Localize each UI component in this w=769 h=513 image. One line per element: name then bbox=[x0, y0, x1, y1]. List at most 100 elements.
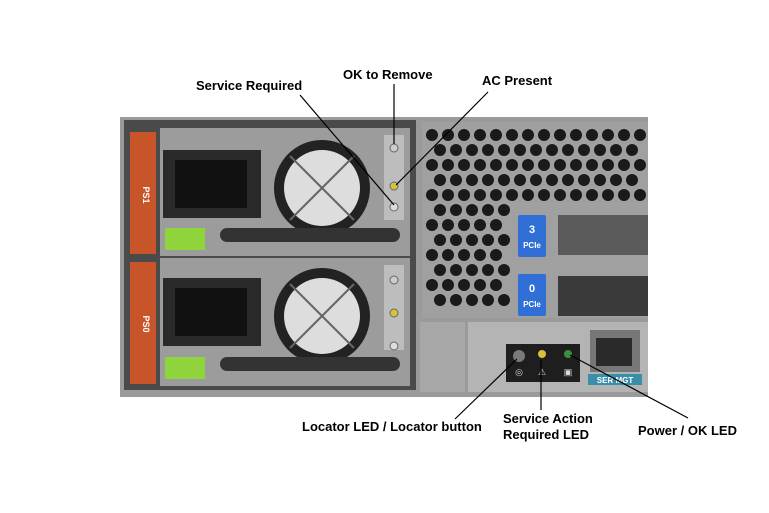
vent-hole bbox=[434, 144, 446, 156]
vent-hole bbox=[586, 189, 598, 201]
vent-hole bbox=[538, 189, 550, 201]
vent-hole bbox=[466, 174, 478, 186]
vent-hole bbox=[434, 264, 446, 276]
ps1-label: PS1 bbox=[141, 186, 151, 203]
power-ok-leader bbox=[569, 354, 689, 419]
locator-led-callout: Locator LED / Locator button bbox=[302, 419, 482, 434]
vent-hole bbox=[458, 129, 470, 141]
pcie-0-badge bbox=[518, 274, 546, 316]
ps0-tab bbox=[130, 262, 156, 384]
vent-hole bbox=[610, 174, 622, 186]
vent-hole bbox=[482, 174, 494, 186]
vent-hole bbox=[522, 159, 534, 171]
vent-hole bbox=[474, 159, 486, 171]
callout-lines bbox=[299, 84, 689, 420]
ac-present-led bbox=[389, 181, 399, 191]
vent-hole bbox=[466, 234, 478, 246]
vent-hole bbox=[458, 189, 470, 201]
vent-hole bbox=[434, 234, 446, 246]
vent-hole bbox=[450, 264, 462, 276]
vent-hole bbox=[530, 144, 542, 156]
vent-hole bbox=[466, 204, 478, 216]
vent-hole bbox=[474, 219, 486, 231]
vent-hole bbox=[426, 219, 438, 231]
vent-hole bbox=[458, 219, 470, 231]
vent-hole bbox=[498, 144, 510, 156]
vent-hole bbox=[474, 279, 486, 291]
vent-hole bbox=[522, 129, 534, 141]
release-latch bbox=[165, 228, 205, 250]
pcie-0-label: PCIe bbox=[523, 300, 541, 309]
vent-hole bbox=[442, 279, 454, 291]
pcie-3-badge bbox=[518, 215, 546, 257]
vent-hole bbox=[610, 144, 622, 156]
vent-hole bbox=[522, 189, 534, 201]
vent-hole bbox=[450, 204, 462, 216]
power-supply-0 bbox=[160, 258, 410, 386]
vent-hole bbox=[458, 249, 470, 261]
vent-hole bbox=[570, 159, 582, 171]
vent-hole bbox=[482, 234, 494, 246]
vent-hole bbox=[450, 144, 462, 156]
pcie-slot-0 bbox=[558, 276, 648, 316]
vent-hole bbox=[618, 129, 630, 141]
vent-hole bbox=[474, 249, 486, 261]
ser-mgt-label: SER MGT bbox=[597, 376, 634, 385]
vent-hole bbox=[618, 159, 630, 171]
vent-hole bbox=[426, 129, 438, 141]
vent-hole bbox=[450, 294, 462, 306]
vent-hole bbox=[426, 189, 438, 201]
vent-hole bbox=[562, 144, 574, 156]
vent-hole bbox=[442, 249, 454, 261]
vent-hole bbox=[442, 219, 454, 231]
vent-hole bbox=[602, 129, 614, 141]
locator-leader bbox=[454, 358, 518, 420]
vent-hole bbox=[554, 129, 566, 141]
vent-hole bbox=[434, 204, 446, 216]
power-supply-1 bbox=[160, 128, 410, 256]
vent-hole bbox=[602, 189, 614, 201]
handle bbox=[220, 228, 400, 242]
vent-hole bbox=[466, 144, 478, 156]
vent-hole bbox=[506, 189, 518, 201]
locator-symbol-icon: ◎ bbox=[515, 367, 523, 377]
ps1-tab bbox=[130, 132, 156, 254]
vent-hole bbox=[498, 294, 510, 306]
vent-hole bbox=[434, 174, 446, 186]
handle bbox=[220, 357, 400, 371]
vent-hole bbox=[434, 294, 446, 306]
vent-hole bbox=[426, 159, 438, 171]
vent-hole bbox=[514, 174, 526, 186]
vent-hole bbox=[506, 129, 518, 141]
vent-hole bbox=[546, 144, 558, 156]
vent-hole bbox=[458, 159, 470, 171]
vent-hole bbox=[594, 174, 606, 186]
vent-hole bbox=[634, 159, 646, 171]
vent-hole bbox=[426, 279, 438, 291]
vent-hole bbox=[466, 264, 478, 276]
vent-hole bbox=[570, 189, 582, 201]
pcie-3-label: PCIe bbox=[523, 241, 541, 250]
ok-to-remove-led bbox=[389, 143, 399, 153]
vent-hole bbox=[426, 249, 438, 261]
vent-hole bbox=[570, 129, 582, 141]
vent-hole bbox=[578, 174, 590, 186]
vent-hole bbox=[442, 189, 454, 201]
power-symbol-icon: ▣ bbox=[564, 367, 573, 377]
vent-hole bbox=[634, 189, 646, 201]
vent-hole bbox=[594, 144, 606, 156]
service-required-leader bbox=[299, 94, 395, 206]
vent-hole bbox=[602, 159, 614, 171]
ac-present-callout: AC Present bbox=[482, 73, 553, 88]
vent-hole bbox=[514, 144, 526, 156]
vent-hole bbox=[538, 129, 550, 141]
pcie-0-number: 0 bbox=[529, 283, 535, 295]
vent-hole bbox=[538, 159, 550, 171]
locator-led-button bbox=[513, 350, 525, 362]
vent-hole bbox=[482, 294, 494, 306]
vent-hole bbox=[482, 144, 494, 156]
vent-hole bbox=[450, 174, 462, 186]
vent-hole bbox=[458, 279, 470, 291]
service-action-required-led bbox=[538, 350, 546, 358]
vent-hole bbox=[490, 159, 502, 171]
